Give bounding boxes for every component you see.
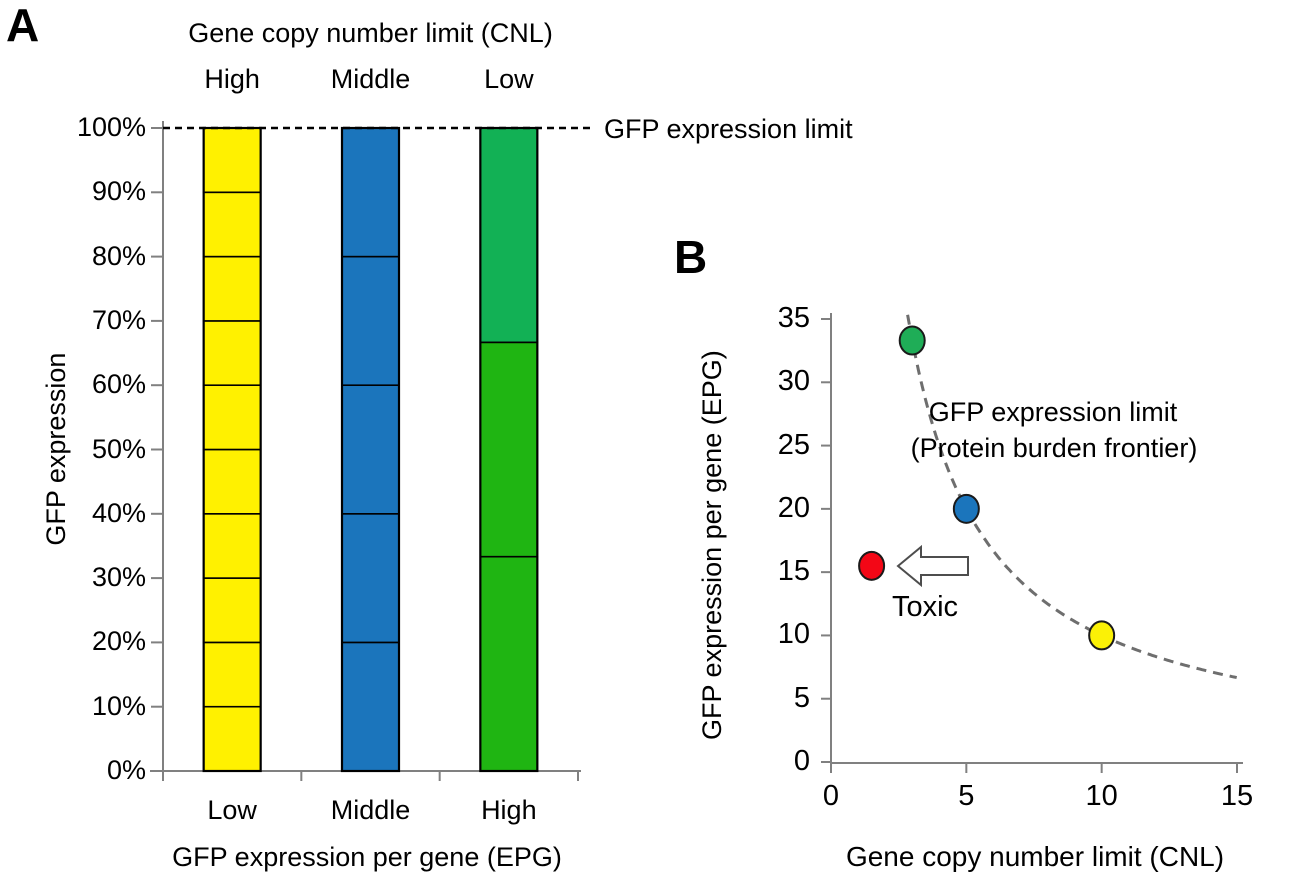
panel-a-y-tick-label: 100% (76, 112, 146, 142)
frontier-annotation-line1: GFP expression limit (928, 397, 1178, 427)
panel-a-cnl-label-low: Low (484, 64, 534, 94)
gfp-expression-limit-label: GFP expression limit (604, 114, 853, 144)
bar-outline-epg-high (479, 126, 539, 773)
panel-b-x-tick-label-15: 15 (1220, 780, 1254, 812)
panel-a-epg-label-middle: Middle (330, 795, 411, 825)
panel-a-cnl-label-high: High (204, 64, 260, 94)
bar-segment-high-2 (479, 341, 539, 558)
panel-b-y-tick-label-0: 0 (793, 745, 810, 777)
bar-segment-low-8 (202, 255, 262, 322)
panel-b-y-tick-label-20: 20 (777, 491, 810, 524)
bar-segment-middle-4 (341, 255, 400, 387)
bar-segment-low-5 (202, 448, 262, 515)
bar-segment-middle-3 (341, 384, 400, 515)
panel-b-y-tick-label-15: 15 (777, 555, 810, 588)
panel-a-y-tick-label: 30% (91, 562, 146, 593)
panel-a-y-tick-label: 60% (91, 369, 146, 400)
bar-segment-low-10 (202, 127, 262, 194)
panel-b-y-tick-label-5: 5 (793, 681, 810, 714)
bar-segment-low-2 (202, 641, 262, 708)
bar-outline-epg-low (202, 126, 262, 773)
scatter-point-blue (952, 493, 980, 524)
panel-a-y-tick-label: 50% (91, 433, 146, 464)
panel-a-y-tick-label: 20% (91, 626, 146, 657)
panel-a-y-tick-label: 80% (91, 240, 146, 271)
scatter-point-green (898, 325, 926, 356)
bar-segment-middle-2 (341, 512, 400, 644)
panel-a-y-tick-label: 70% (91, 304, 146, 335)
bar-segment-high-3 (479, 127, 539, 344)
bar-segment-low-7 (202, 320, 262, 386)
bar-segment-high-1 (479, 555, 539, 772)
panel-a-title: Gene copy number limit (CNL) (188, 18, 553, 48)
panel-b-y-tick-label-35: 35 (777, 302, 810, 334)
panel-b-y-tick-label-10: 10 (777, 618, 810, 651)
bar-segment-low-3 (202, 577, 262, 644)
frontier-annotation-line2: (Protein burden frontier) (910, 433, 1198, 463)
panel-a-cnl-label-middle: Middle (330, 64, 411, 94)
panel-b-x-axis-title: Gene copy number limit (CNL) (845, 841, 1225, 872)
bar-segment-low-4 (202, 512, 262, 579)
bar-segment-middle-5 (341, 127, 400, 258)
bar-segment-low-9 (202, 191, 262, 258)
panel-a-label: A (6, 0, 40, 51)
panel-b-x-tick-label-10: 10 (1085, 780, 1118, 812)
toxic-left-arrow (896, 544, 969, 588)
panel-a-y-tick-label: 40% (91, 497, 146, 528)
panel-b-x-tick-label-5: 5 (958, 780, 975, 812)
scatter-point-red (858, 550, 886, 581)
panel-b-y-tick-label-30: 30 (777, 365, 810, 398)
panel-b-y-tick-label-25: 25 (777, 428, 810, 461)
panel-a-epg-label-low: Low (207, 795, 257, 825)
panel-a-y-tick-label: 10% (91, 690, 146, 721)
panel-a-x-axis-title: GFP expression per gene (EPG) (172, 842, 562, 872)
scatter-point-yellow (1088, 620, 1116, 651)
panel-b-label: B (674, 231, 708, 283)
panel-b-x-tick-label-0: 0 (822, 780, 840, 812)
toxic-label: Toxic (891, 591, 959, 623)
panel-a-y-tick-label: 0% (106, 755, 146, 785)
panel-a-y-tick-label: 90% (91, 176, 146, 207)
panel-a-epg-label-high: High (481, 795, 537, 825)
bar-segment-middle-1 (341, 641, 400, 772)
bar-segment-low-1 (202, 705, 262, 772)
bar-segment-low-6 (202, 384, 262, 451)
